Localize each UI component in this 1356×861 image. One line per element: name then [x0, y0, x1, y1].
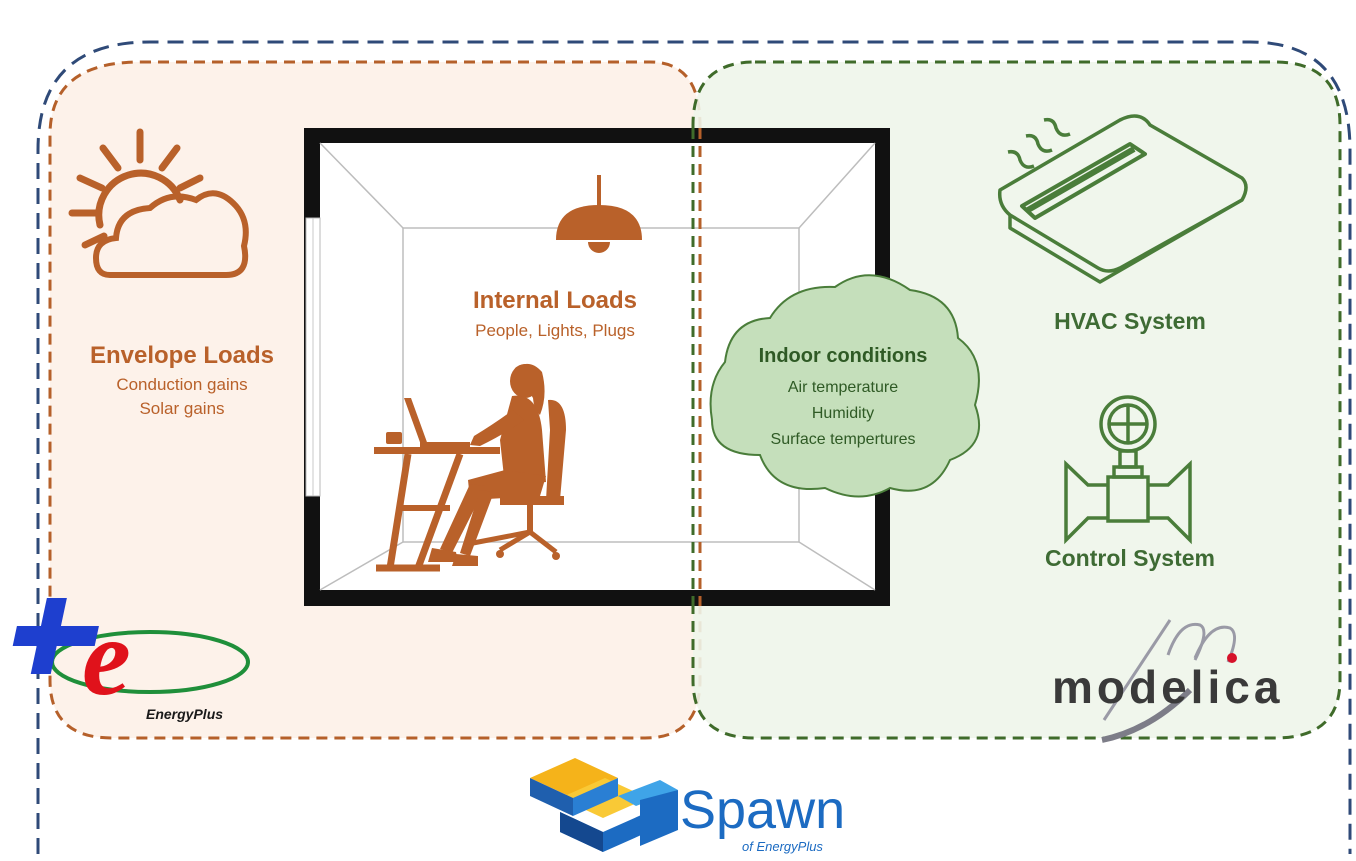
- svg-text:e: e: [82, 596, 131, 718]
- energyplus-logo-text: EnergyPlus: [146, 706, 224, 722]
- indoor-conditions-cloud: [709, 274, 980, 498]
- modelica-logo-mark: [1101, 619, 1236, 743]
- modelica-logo-dot: [1227, 653, 1237, 663]
- modelica-logo-text: Modelica: [1052, 661, 1284, 713]
- envelope-loads-title: Envelope Loads: [89, 342, 275, 369]
- control-valve-icon: [1064, 395, 1192, 545]
- indoor-conditions-line-3: Surface tempertures: [770, 431, 916, 448]
- control-system-label: Control System: [1045, 545, 1215, 571]
- hvac-system-label: HVAC System: [1054, 308, 1206, 334]
- lamp-icon: [556, 175, 642, 253]
- indoor-conditions-line-1: Air temperature: [787, 379, 899, 396]
- envelope-loads-line-2: Solar gains: [139, 399, 225, 418]
- person-at-desk-icon: [374, 363, 566, 572]
- envelope-loads-line-1: Conduction gains: [116, 375, 248, 394]
- air-conditioner-icon: [997, 114, 1248, 284]
- sun-cloud-icon: [68, 128, 249, 278]
- indoor-conditions-title: Indoor conditions: [758, 345, 928, 367]
- energyplus-logo: e: [12, 596, 250, 718]
- spawn-logo-mark: [530, 758, 678, 852]
- internal-loads-subtitle: People, Lights, Plugs: [475, 321, 635, 340]
- spawn-logo-text: Spawn: [680, 780, 846, 840]
- spawn-logo-subtext: of EnergyPlus: [742, 839, 823, 854]
- internal-loads-title: Internal Loads: [472, 287, 638, 314]
- indoor-conditions-line-2: Humidity: [811, 405, 875, 422]
- spawn-region: [36, 40, 1352, 854]
